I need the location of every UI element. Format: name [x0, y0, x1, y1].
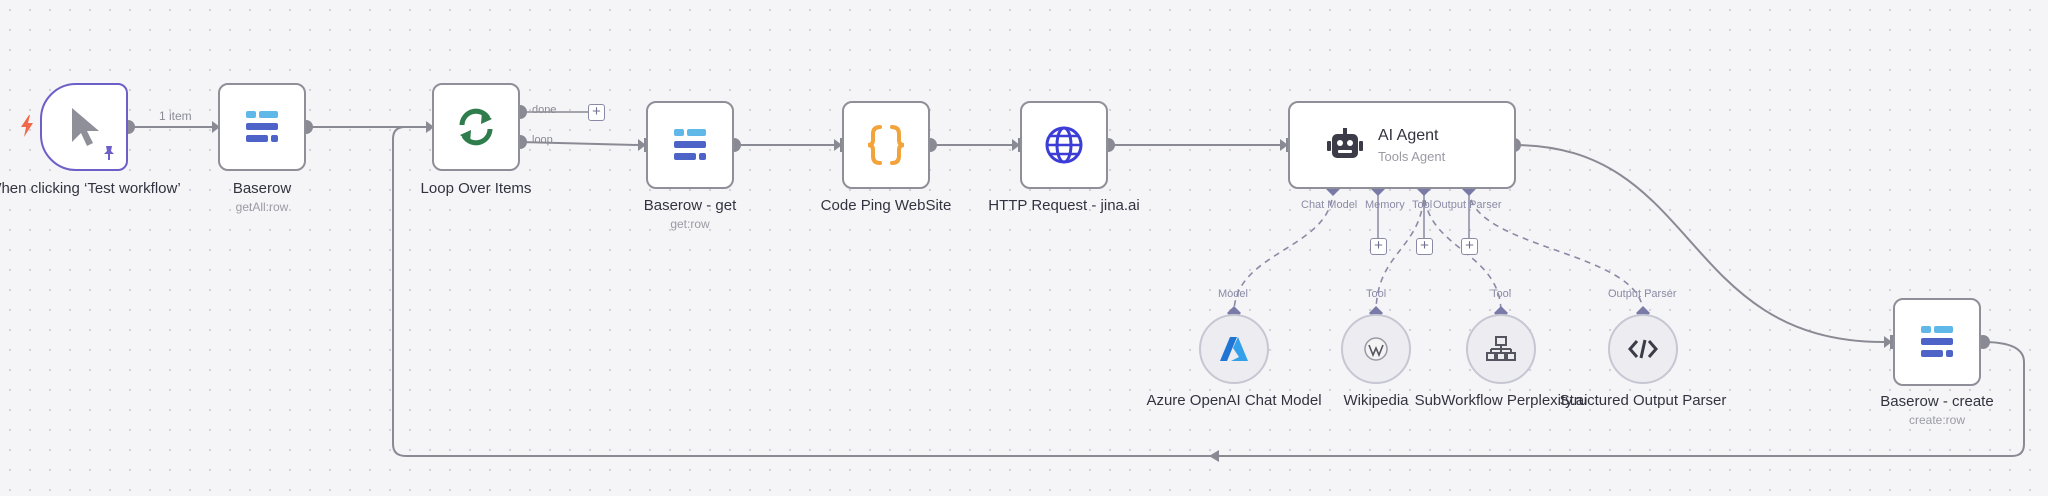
pin-icon[interactable]: [102, 145, 116, 161]
ai-agent-node[interactable]: AI Agent Tools Agent: [1288, 101, 1516, 189]
baserow-create-node[interactable]: [1893, 298, 1981, 386]
port-label-chat-model: Chat Model: [1301, 199, 1358, 211]
braces-icon: [867, 125, 905, 165]
edge-arrow: [426, 121, 434, 133]
azure-node[interactable]: [1199, 314, 1269, 384]
code-icon: [1628, 339, 1658, 359]
azure-icon: [1220, 337, 1248, 361]
port-label-memory: Memory: [1365, 199, 1405, 211]
parser-title: Structured Output Parser: [1559, 392, 1727, 409]
refresh-icon: [459, 108, 493, 146]
http-title: HTTP Request - jina.ai: [988, 197, 1140, 214]
loop-loop-label: loop: [532, 134, 553, 146]
baserow-icon: [246, 111, 278, 142]
robot-icon: [1327, 128, 1363, 158]
code-title: Code Ping WebSite: [820, 197, 952, 214]
add-output-parser-button[interactable]: +: [1461, 238, 1478, 255]
azure-port-label: Model: [1218, 288, 1248, 300]
baserow-subtitle: getAll:row: [235, 200, 289, 214]
edge-arrow: [1280, 139, 1288, 151]
http-node[interactable]: [1020, 101, 1108, 189]
edge-loop-baserow-get[interactable]: [519, 141, 639, 146]
azure-title: Azure OpenAI Chat Model: [1146, 392, 1322, 409]
edge-arrow: [1884, 336, 1892, 348]
edge-return-loop[interactable]: [392, 126, 2025, 457]
wikipedia-node[interactable]: [1341, 314, 1411, 384]
edge-parser[interactable]: [1468, 188, 1644, 314]
edge-item-count-label: 1 item: [159, 109, 192, 123]
loop-node[interactable]: [432, 83, 520, 171]
ai-agent-title: AI Agent: [1378, 126, 1439, 144]
baserow-create-title: Baserow - create: [1880, 393, 1994, 410]
sitemap-icon: [1486, 336, 1516, 361]
code-node[interactable]: [842, 101, 930, 189]
globe-icon: [1045, 126, 1083, 164]
baserow-node[interactable]: [218, 83, 306, 171]
baserow-get-node[interactable]: [646, 101, 734, 189]
loop-done-label: done: [532, 104, 557, 116]
trigger-node[interactable]: [40, 83, 128, 171]
parser-port-label: Output Parser: [1608, 288, 1677, 300]
add-memory-button[interactable]: +: [1370, 238, 1387, 255]
baserow-title: Baserow: [232, 180, 292, 197]
edge-model-azure[interactable]: [1233, 188, 1334, 314]
input-handle[interactable]: [1890, 335, 1894, 349]
bolt-icon: [21, 115, 33, 137]
cursor-icon: [72, 108, 99, 146]
add-node-done-button[interactable]: +: [588, 104, 605, 121]
loop-title: Loop Over Items: [420, 180, 532, 197]
edge-return-arrow: [1209, 450, 1219, 462]
port-label-output-parser: Output Parser: [1433, 199, 1502, 211]
ai-agent-subtitle: Tools Agent: [1378, 148, 1446, 164]
baserow-icon: [1921, 326, 1953, 357]
subworkflow-node[interactable]: [1466, 314, 1536, 384]
baserow-icon: [674, 129, 706, 160]
trigger-title: When clicking ‘Test workflow’: [0, 180, 181, 197]
edge-arrow: [638, 139, 646, 151]
parser-node[interactable]: [1608, 314, 1678, 384]
edge-agent-baserow-create[interactable]: [1513, 144, 1885, 343]
wikipedia-title: Wikipedia: [1343, 392, 1409, 409]
baserow-get-title: Baserow - get: [643, 197, 737, 214]
port-label-tool: Tool: [1412, 199, 1433, 211]
edge-arrow: [834, 139, 842, 151]
subworkflow-port-label: Tool: [1491, 288, 1512, 300]
edge-arrow: [1012, 139, 1020, 151]
baserow-create-subtitle: create:row: [1908, 413, 1966, 427]
edge-arrow: [212, 121, 220, 133]
subworkflow-title: SubWorkflow Perplexity.ai: [1414, 392, 1588, 409]
wikipedia-port-label: Tool: [1366, 288, 1387, 300]
baserow-get-subtitle: get:row: [670, 217, 710, 231]
edge-tool-wikipedia[interactable]: [1375, 188, 1425, 314]
wikipedia-icon: [1364, 337, 1388, 361]
add-tool-button[interactable]: +: [1416, 238, 1433, 255]
